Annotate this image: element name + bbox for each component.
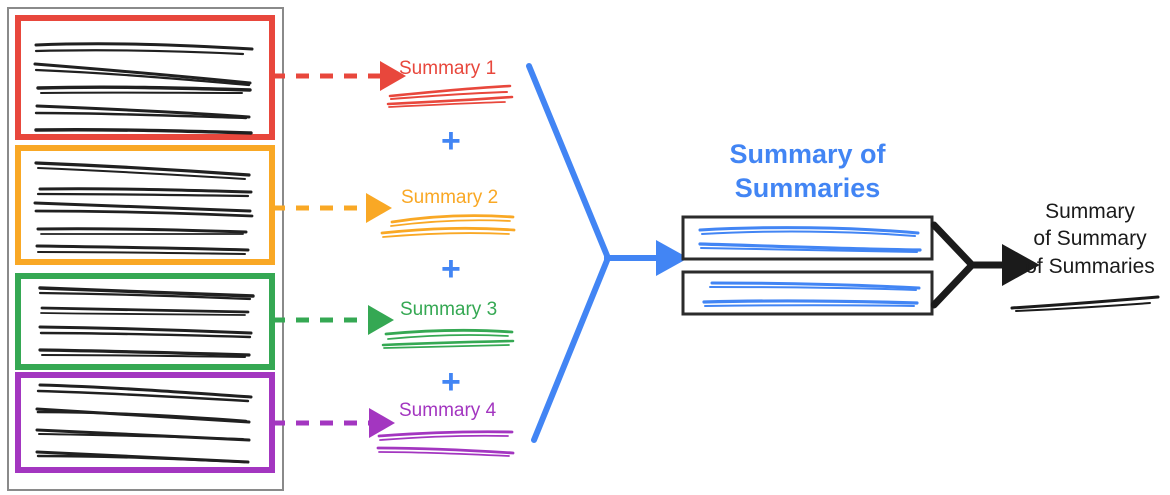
plus-operator-2: + [441, 250, 461, 288]
sos-box-2[interactable] [681, 270, 934, 316]
summary-1-label[interactable]: Summary 1 [399, 58, 497, 79]
sos-title-line-1: Summary of [729, 139, 886, 169]
chunk-1-text-lines [33, 42, 254, 135]
document-container [7, 7, 284, 491]
chunk-4-text-lines [35, 383, 253, 464]
summary-3-lines [381, 328, 515, 349]
final-title-line-2: of Summary [1033, 227, 1147, 251]
summary-2-lines [380, 214, 516, 238]
plus-operator-3: + [441, 363, 461, 401]
summary-of-summaries-title: Summary of Summaries [683, 138, 932, 206]
sos-title-line-2: Summaries [734, 172, 881, 203]
final-title-line-3: of Summaries [1025, 254, 1155, 278]
plus-operator-1: + [441, 122, 461, 160]
chunk-3-text-lines [38, 286, 255, 358]
summary-2-label[interactable]: Summary 2 [401, 187, 499, 208]
summary-3-label[interactable]: Summary 3 [400, 299, 498, 320]
sos-box-1-lines [698, 226, 922, 253]
blue-y-connector [526, 63, 611, 443]
chunk-2-text-lines [33, 161, 254, 255]
summary-4-lines [376, 430, 515, 457]
final-output-lines [1010, 295, 1160, 312]
final-title-line-1: Summary [1045, 200, 1135, 223]
summary-1-lines [386, 84, 514, 108]
sos-box-1[interactable] [681, 215, 934, 261]
summary-4-label[interactable]: Summary 4 [399, 400, 497, 421]
black-y-connector [930, 221, 976, 309]
sos-box-2-lines [702, 281, 921, 307]
final-output-title: Summary of Summary of Summaries [1014, 198, 1166, 280]
